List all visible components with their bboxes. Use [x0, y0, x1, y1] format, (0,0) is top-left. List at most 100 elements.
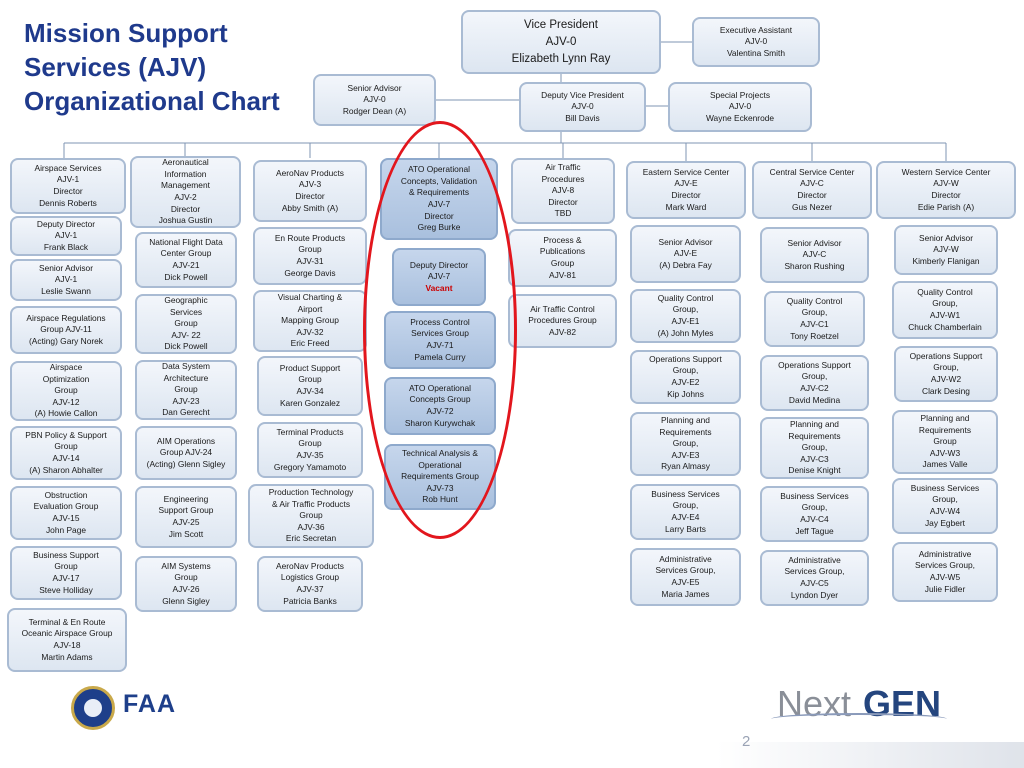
box-line: AJV-72 [426, 406, 454, 416]
box-line: Operations Support [778, 359, 851, 370]
airspace-regulations-box: Airspace Regulations Group AJV-11 (Actin… [10, 306, 122, 354]
box-line: Chuck Chamberlain [908, 321, 982, 332]
box-line: Logistics Group [280, 572, 340, 583]
deputy-director-ajv7-box: Deputy Director AJV-7 Vacant [392, 248, 486, 306]
vacant-label: Vacant [425, 282, 453, 293]
geographic-services-box: Geographic Services Group AJV- 22 Dick P… [135, 294, 237, 354]
box-line: Larry Barts [665, 523, 706, 534]
box-line: Technical Analysis & [402, 448, 478, 459]
box-line: Requirements [918, 424, 972, 435]
western-business-services-box: Business Services Group, AJV-W4 Jay Egbe… [892, 478, 998, 534]
box-line: AJV-C5 [800, 578, 829, 588]
box-line: AJV-14 [52, 453, 80, 463]
box-line: Group [550, 258, 575, 268]
business-support-box: Business Support Group AJV-17 Steve Holl… [10, 546, 122, 600]
box-line: TBD [554, 208, 572, 219]
box-line: Group, [933, 362, 959, 373]
box-line: Gregory Yamamoto [273, 461, 347, 472]
box-line: Group [298, 438, 322, 449]
box-line: Group [299, 510, 323, 521]
box-line: Services Group, [655, 565, 716, 576]
box-line: AJV-0 [744, 36, 768, 47]
western-operations-support-box: Operations Support Group, AJV-W2 Clark D… [894, 346, 998, 402]
box-line: Concepts Group [409, 394, 471, 405]
box-line: Support Group [158, 505, 214, 516]
box-line: Mapping Group [281, 315, 339, 326]
box-line: Requirements Group [401, 471, 479, 482]
box-line: Airspace [49, 362, 83, 373]
box-line: Requirements [788, 430, 841, 441]
box-line: AIM Systems [161, 560, 211, 571]
box-line: AJV-1 [54, 274, 78, 285]
box-line: Jay Egbert [924, 517, 966, 528]
box-line: Maria James [661, 588, 710, 599]
box-line: Information [164, 168, 207, 179]
ato-concepts-box: ATO Operational Concepts Group AJV-72 Sh… [384, 377, 496, 435]
box-line: AJV-W [933, 178, 959, 189]
box-line: National Flight Data [149, 236, 223, 247]
box-line: Group, [801, 442, 828, 453]
process-publications-box: Process & Publications Group AJV-81 [508, 229, 617, 287]
box-line: Business Support [33, 549, 99, 560]
box-line: AJV-34 [296, 386, 324, 396]
box-line: Group, [672, 500, 699, 511]
box-line: Kip Johns [667, 388, 704, 399]
box-line: Evaluation Group [33, 501, 99, 512]
box-line: Group, [672, 365, 699, 376]
box-line: AJV-E3 [671, 449, 700, 460]
box-line: Clark Desing [922, 385, 970, 396]
aeronav-products-box: AeroNav Products AJV-3 Director Abby Smi… [253, 160, 367, 222]
eastern-quality-control-box: Quality Control Group, AJV-E1 (A) John M… [630, 289, 741, 343]
page-number: 2 [742, 733, 751, 750]
box-line: Group AJV-11 [40, 324, 92, 335]
box-line: Senior Advisor [39, 262, 93, 273]
box-line: Director [295, 191, 325, 201]
box-line: Martin Adams [41, 651, 93, 662]
box-line: Group, [801, 307, 828, 318]
box-line: AJV-C1 [800, 319, 829, 329]
box-line: Karen Gonzalez [279, 397, 341, 408]
box-line: Western Service Center [901, 166, 991, 177]
box-line: Group [933, 436, 957, 447]
box-line: Architecture [163, 372, 209, 383]
box-line: AJV-26 [172, 584, 200, 594]
process-control-box: Process Control Services Group AJV-71 Pa… [384, 311, 496, 369]
box-line: Center Group [160, 248, 212, 259]
terminal-enroute-box: Terminal & En Route Oceanic Airspace Gro… [7, 608, 127, 672]
chart-title: Mission Support Services (AJV) Organizat… [24, 16, 324, 118]
box-line: Dan Gerecht [162, 407, 210, 418]
box-line: AJV-37 [296, 584, 324, 594]
box-line: AJV-32 [296, 326, 324, 337]
box-line: Deputy Vice President [541, 89, 624, 100]
box-line: AJV-E4 [671, 512, 700, 522]
aim-box: Aeronautical Information Management AJV-… [130, 156, 241, 228]
box-line: Services Group, [784, 566, 845, 577]
box-line: Senior Advisor [787, 237, 842, 248]
box-line: Planning and [790, 419, 839, 430]
eastern-planning-box: Planning and Requirements Group, AJV-E3 … [630, 412, 741, 476]
footer-bar [0, 742, 1024, 768]
box-line: AJV-7 [427, 271, 451, 282]
box-line: Administrative [788, 554, 841, 565]
box-line: Optimization [42, 373, 90, 384]
nextgen-logo: Next GEN [771, 683, 955, 731]
box-line: AJV-W5 [929, 572, 961, 582]
box-line: Business Services [780, 490, 849, 501]
airspace-services-box: Airspace Services AJV-1 Director Dennis … [10, 158, 126, 214]
box-line: Services Group [411, 328, 469, 339]
box-line: Kimberly Flanigan [912, 255, 980, 266]
box-line: AJV-25 [172, 517, 200, 527]
box-line: (Acting) Gary Norek [29, 335, 103, 346]
box-line: Greg Burke [417, 222, 461, 233]
box-line: Data System [162, 361, 210, 372]
box-line: Operational [418, 459, 462, 470]
box-line: Airspace Services [34, 162, 102, 173]
box-line: AJV-0 [363, 94, 386, 105]
eastern-administrative-box: Administrative Services Group, AJV-E5 Ma… [630, 548, 741, 606]
box-line: AJV-31 [296, 256, 324, 266]
box-line: Production Technology [268, 487, 354, 498]
box-line: Services Group, [914, 560, 976, 571]
special-projects-box: Special Projects AJV-0 Wayne Eckenrode [668, 82, 812, 132]
box-line: AJV-21 [172, 260, 200, 270]
